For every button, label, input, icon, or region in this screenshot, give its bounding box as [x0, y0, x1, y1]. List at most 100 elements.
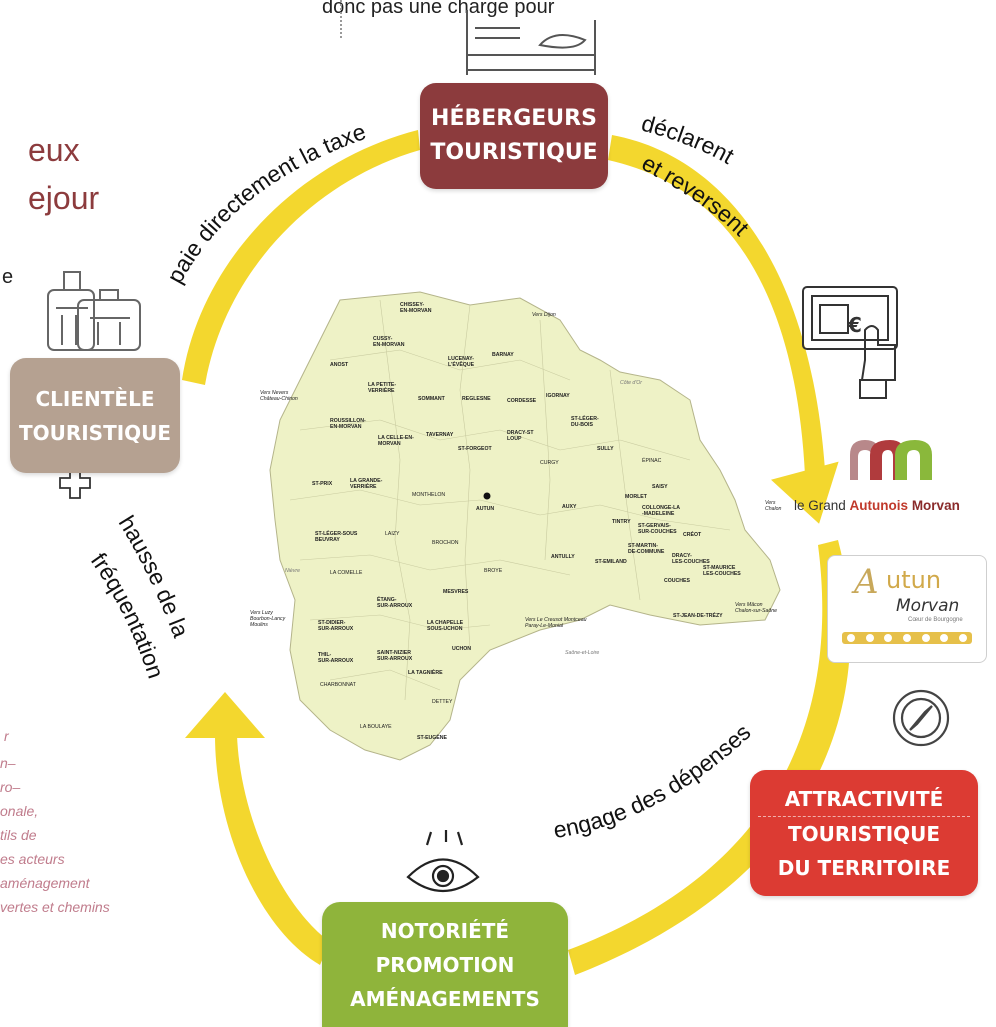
left-text-line: vertes et chemins	[0, 899, 110, 915]
arrow-bottom-right	[568, 540, 851, 975]
svg-text:€: €	[847, 313, 862, 337]
commune-label: BARNAY	[492, 352, 514, 358]
commune-label: SAISY	[652, 484, 668, 490]
left-text-line: onale,	[0, 803, 39, 819]
autun-logo-tagline: Cœur de Bourgogne	[908, 617, 963, 623]
box-line: TOURISTIQUE	[430, 140, 598, 165]
left-text-line: r	[4, 728, 9, 744]
box-line: DU TERRITOIRE	[777, 855, 951, 880]
commune-label: ANOST	[330, 362, 349, 368]
commune-label: CHARBONNAT	[320, 682, 356, 688]
commune-label: CURGY	[540, 460, 559, 466]
commune-label: ANTULLY	[551, 554, 575, 560]
autun-marker	[483, 492, 491, 500]
commune-label: ST-EMILAND	[595, 559, 627, 565]
box-line: ATTRACTIVITÉ	[784, 786, 944, 811]
commune-label: ST-LÉGER- DU-BOIS	[571, 416, 599, 428]
commune-label: MORLET	[625, 494, 647, 500]
section-title-line1: eux	[28, 132, 80, 168]
commune-label: DRACY- LES-COUCHES	[672, 553, 710, 565]
box-line: HÉBERGEURS	[431, 106, 597, 131]
commune-label: CHISSEY- EN-MORVAN	[400, 302, 432, 314]
commune-label: ST-LÉGER-SOUS BEUVRAY	[315, 531, 358, 543]
commune-label: REGLESNE	[462, 396, 491, 402]
box-line: PROMOTION	[375, 952, 515, 977]
commune-label: ST-EUGÈNE	[417, 735, 447, 741]
map-note: Saône-et-Loire	[565, 650, 600, 656]
commune-label: LA COMELLE	[330, 570, 363, 576]
commune-label: DETTEY	[432, 699, 453, 705]
logo-text-mid: Autunois	[849, 498, 909, 513]
dotted-separator	[340, 0, 342, 38]
map-note: Vers Dijon	[532, 312, 556, 318]
map-note: Vers Chalon	[765, 500, 782, 512]
intro-fragment: donc pas une charge pour	[322, 0, 555, 18]
notoriete-box: NOTORIÉTÉ PROMOTION AMÉNAGEMENTS	[322, 902, 568, 1027]
left-text-line: ro–	[0, 779, 21, 795]
arrow-top-left	[182, 130, 420, 385]
grand-autunois-logo-text: le Grand Autunois Morvan	[794, 498, 960, 513]
grand-autunois-logo-mark	[850, 440, 932, 480]
box-line: TOURISTIQUE	[18, 420, 172, 445]
commune-label: LA TAGNIÈRE	[408, 670, 443, 676]
autun-logo-name: utun	[886, 566, 942, 594]
commune-label: ÉPINAC	[642, 458, 662, 464]
payment-terminal-icon: €	[802, 286, 898, 399]
attractivite-box: ATTRACTIVITÉ TOURISTIQUE DU TERRITOIRE	[750, 770, 978, 896]
commune-label: MONTHELON	[412, 492, 446, 498]
box-line: CLIENTÈLE	[35, 386, 155, 411]
box-line: NOTORIÉTÉ	[380, 918, 510, 943]
autun-morvan-logo: A utun Morvan Cœur de Bourgogne	[827, 555, 987, 663]
commune-label: BROCHON	[432, 540, 459, 546]
commune-label: ÉTANG- SUR-ARROUX	[377, 597, 413, 609]
left-text-line: n–	[0, 755, 16, 771]
commune-label: CORDESSE	[507, 398, 537, 404]
hebergeurs-box: HÉBERGEURS TOURISTIQUE	[420, 83, 608, 189]
commune-label: COLLONGE-LA -MADELEINE	[642, 505, 681, 517]
box-line: AMÉNAGEMENTS	[350, 986, 540, 1011]
commune-label: UCHON	[452, 646, 472, 652]
eye-icon	[406, 830, 480, 893]
left-text-line: es acteurs	[0, 851, 65, 867]
map-note: Nièvre	[285, 568, 300, 574]
commune-label: LAIZY	[385, 531, 400, 537]
logo-text-prefix: le Grand	[794, 498, 846, 513]
commune-label: LA GRANDE- VERRIÈRE	[350, 478, 383, 490]
map-note: Côte d'Or	[620, 380, 643, 386]
commune-label: TINTRY	[612, 519, 631, 525]
commune-label: LA CHAPELLE SOUS-UCHON	[427, 620, 464, 632]
commune-label: ST-DIDIER- SUR-ARROUX	[318, 620, 354, 632]
autun-logo-morvan: Morvan	[896, 596, 960, 616]
commune-label: ROUSSILLON- EN-MORVAN	[330, 418, 366, 430]
commune-label: ST-PRIX	[312, 481, 333, 487]
commune-label: SULLY	[597, 446, 614, 452]
luggage-icon	[47, 271, 141, 351]
intro-letter: e	[2, 266, 14, 288]
logo-text-end: Morvan	[911, 498, 960, 513]
commune-label: ST-JEAN-DE-TRÉZY	[673, 613, 723, 619]
bed-icon	[466, 10, 596, 75]
commune-label: ST-FORGEOT	[458, 446, 492, 452]
commune-label: LA BOULAYE	[360, 724, 392, 730]
commune-label: BROYE	[484, 568, 503, 574]
map-note: Vers Le Creusot Montceau Paray-Le-Monial	[525, 617, 587, 629]
territory-map	[269, 291, 781, 761]
commune-label: CRÉOT	[683, 532, 702, 538]
commune-label: TAVERNAY	[426, 432, 454, 438]
commune-label: SOMMANT	[418, 396, 445, 402]
autun-logo-swash: A	[854, 562, 879, 602]
commune-label: ST-GERVAIS- SUR-COUCHES	[638, 523, 677, 535]
clientele-box: CLIENTÈLE TOURISTIQUE	[10, 358, 180, 473]
map-note: Vers Luzy Bourbon-Lancy Moulins	[250, 610, 286, 628]
commune-label: AUTUN	[476, 506, 495, 512]
autun-logo-dots	[842, 632, 972, 644]
commune-label: AUXY	[562, 504, 577, 510]
commune-label: IGORNAY	[546, 393, 570, 399]
section-title-line2: ejour	[28, 180, 100, 216]
commune-label: CUSSY- EN-MORVAN	[373, 336, 405, 348]
commune-label: LA CELLE-EN- MORVAN	[378, 435, 414, 447]
commune-label: LA PETITE- VERRIÈRE	[368, 382, 397, 394]
box-line: TOURISTIQUE	[758, 815, 970, 851]
